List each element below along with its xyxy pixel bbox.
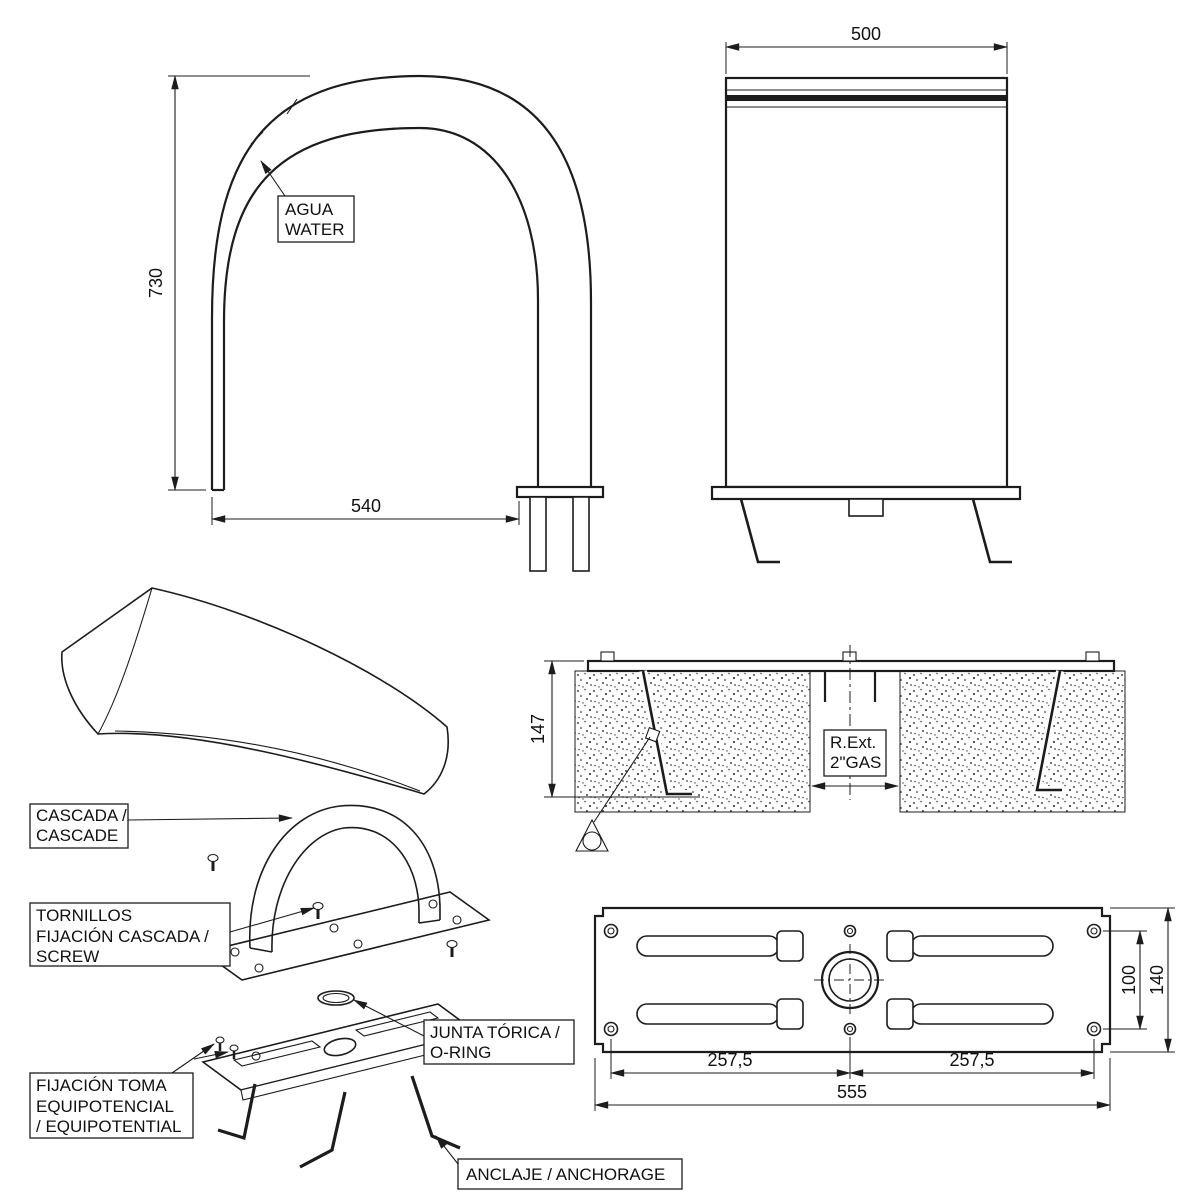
detail-symbol [575,736,651,852]
screw-label-line3: SCREW [36,947,99,966]
oring-label-box [423,1019,575,1065]
dim-100: 100 [1103,929,1147,1031]
thread-label-box [823,729,887,777]
oring-label-line1: JUNTA TÓRICA / [430,1023,560,1042]
cascade-label-line2: CASCADE [36,826,118,845]
section-view: R.Ext. 2"GAS 147 [528,645,1126,852]
equipotential-label-box [29,1072,194,1139]
plate-screw-head [600,651,615,662]
dim-500-label: 500 [851,24,881,44]
dim-257-left: 257,5 [609,1037,852,1079]
water-label-line2: WATER [285,220,345,239]
dim-540: 540 [210,496,521,525]
equipotential-label-line2: EQUIPOTENCIAL [36,1097,174,1116]
dim-140: 140 [1110,906,1175,1054]
dim-555: 555 [593,1058,1112,1111]
dim-100-label: 100 [1119,965,1139,995]
dim-500: 500 [724,24,1009,74]
dim-147-label: 147 [528,714,548,744]
dim-730: 730 [146,74,310,492]
cascade-base-plate-iso [201,891,491,981]
anchor-rod-left [639,670,692,798]
dim-140-label: 140 [1147,965,1167,995]
dim-555-label: 555 [837,1082,867,1102]
fixing-screw-icon [446,939,458,957]
screw-label-box [29,902,231,967]
equipotential-screw-icon [229,1044,239,1059]
embedded-plate [586,659,1116,673]
pipe-stub [810,645,900,800]
oring-callout: JUNTA TÓRICA / O-RING [353,999,575,1065]
dim-540-label: 540 [351,496,381,516]
concrete-left [574,670,811,813]
cascade-hood [61,587,449,795]
dim-257-left-label: 257,5 [707,1050,752,1070]
plate-screw-head [1085,651,1100,662]
side-view: 730 540 AGUA WATER [146,74,605,572]
equipotential-label-line1: FIJACIÓN TOMA [36,1076,167,1095]
water-callout: AGUA WATER [260,160,355,243]
fixing-screw-icon [312,901,324,919]
base-flange [515,485,605,572]
fixing-screw-icon [207,853,219,871]
thread-label-line2: 2"GAS [830,753,881,772]
equipotential-callout: FIJACIÓN TOMA EQUIPOTENCIAL / EQUIPOTENT… [29,1043,230,1139]
dim-257-right: 257,5 [848,1039,1096,1079]
cascade-callout: CASCADA / CASCADE [29,803,294,849]
anchorage-frame-iso [201,1003,479,1169]
dim-257-right-label: 257,5 [949,1050,994,1070]
equipotential-label-line3: / EQUIPOTENTIAL [36,1117,181,1136]
front-view: 500 [710,24,1022,564]
thread-callout: R.Ext. 2"GAS [823,729,887,777]
screw-callout: TORNILLOS FIJACIÓN CASCADA / SCREW [29,902,316,967]
cascade-arch-iso [249,804,441,953]
cascade-label-box [29,803,129,849]
screw-label-line1: TORNILLOS [36,906,132,925]
plate-slots [636,930,1054,1030]
o-ring-icon [317,990,355,1006]
water-label-box [277,195,355,243]
water-label-line1: AGUA [285,200,334,219]
corner-bolt-holes [603,923,1102,1037]
anchorage-label-text: ANCLAJE / ANCHORAGE [466,1165,665,1184]
cascade-arch-profile [210,74,593,492]
oring-label-line2: O-RING [430,1043,491,1062]
anchorage-callout: ANCLAJE / ANCHORAGE [435,1135,683,1190]
anchor-rod-right [1032,670,1064,794]
dim-730-label: 730 [146,268,166,298]
screw-label-line2: FIJACIÓN CASCADA / [36,927,209,946]
equipotential-screw-icon [215,1036,225,1051]
thread-label-line1: R.Ext. [830,733,876,752]
exploded-view: CASCADA / CASCADE TORNILLOS FIJACIÓN CAS… [29,587,683,1190]
center-boss [814,944,886,1016]
cascade-label-line1: CASCADA / [36,806,127,825]
concrete-right [899,670,1126,813]
plate-top-view: 257,5 257,5 555 100 140 [593,906,1175,1111]
anchorage-label-box [457,1158,683,1190]
front-base [710,485,1022,564]
dim-147: 147 [528,659,700,799]
cascade-body [724,76,1009,489]
